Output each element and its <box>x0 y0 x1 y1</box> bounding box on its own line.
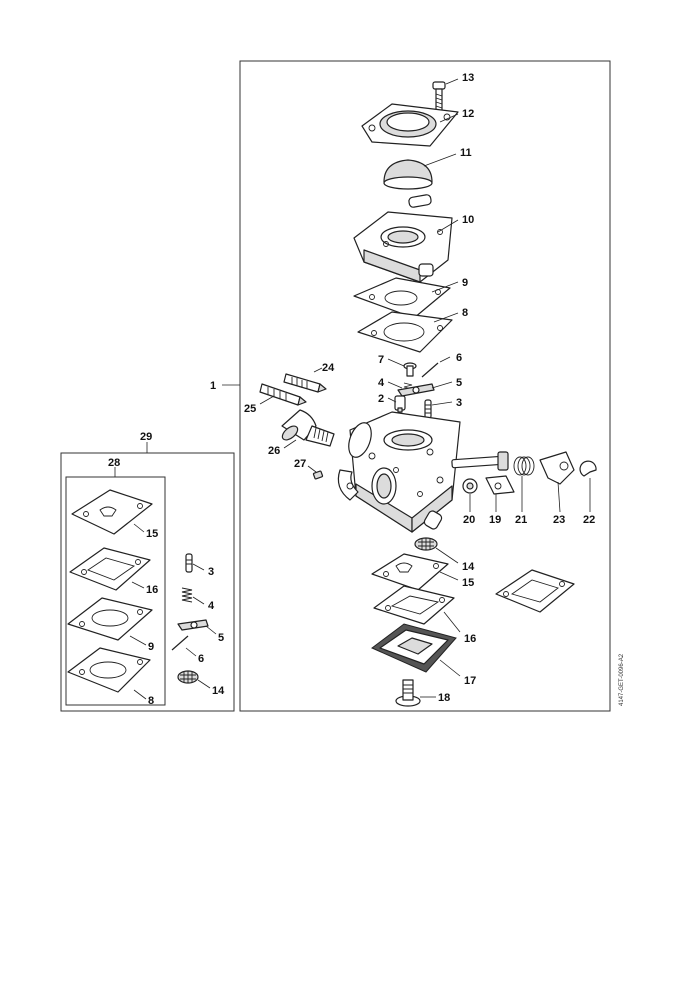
callout-17: 17 <box>464 675 476 687</box>
callout-9: 9 <box>462 277 468 289</box>
screw-part <box>432 81 446 112</box>
pump-housing-part <box>353 194 453 283</box>
kit-callout-8: 8 <box>148 695 154 707</box>
kit-diaphragm-8-part <box>67 647 151 693</box>
repair-kit-frame <box>60 452 235 712</box>
callout-14: 14 <box>462 561 475 573</box>
lever-part <box>539 451 575 485</box>
cover-plate-part <box>361 103 459 147</box>
callout-25: 25 <box>244 403 256 415</box>
callout-21: 21 <box>515 514 527 526</box>
pump-gasket-part <box>353 277 451 319</box>
kit-callout-15: 15 <box>146 528 158 540</box>
small-screw-part <box>403 362 417 377</box>
kit-needle-part <box>185 553 193 573</box>
pin-part <box>421 362 439 378</box>
callout-29: 29 <box>140 431 152 443</box>
kit-callout-14: 14 <box>212 685 225 697</box>
washer-part <box>462 478 478 494</box>
throttle-lever-part <box>485 475 515 495</box>
callout-8: 8 <box>462 307 468 319</box>
strainer-part <box>414 537 438 551</box>
callout-15: 15 <box>462 577 474 589</box>
end-cover-part <box>371 623 457 673</box>
spare-gasket-part <box>495 569 575 613</box>
callout-20: 20 <box>463 514 475 526</box>
document-reference: 4147-GET-0096-A2 <box>619 653 625 706</box>
main-assembly-frame <box>239 60 611 712</box>
kit-callout-16: 16 <box>146 584 158 596</box>
callouts: 1 13 12 11 10 9 8 7 6 4 5 2 3 24 25 26 2… <box>108 72 595 707</box>
callout-11: 11 <box>460 147 472 159</box>
kit-gasket-16-part <box>69 547 151 591</box>
pump-diaphragm-part <box>357 311 453 353</box>
callout-16: 16 <box>464 633 476 645</box>
cover-screw-part <box>395 679 421 707</box>
kit-callout-3: 3 <box>208 566 214 578</box>
callout-19: 19 <box>489 514 501 526</box>
kit-lever-part <box>177 619 209 631</box>
carburetor-body-part <box>337 411 461 533</box>
high-speed-screw-part <box>283 373 327 393</box>
kit-strainer-part <box>177 670 199 684</box>
inlet-lever-part <box>397 383 435 397</box>
callout-18: 18 <box>438 692 450 704</box>
metering-gasket-part <box>373 585 455 625</box>
gasket-set-frame <box>65 476 166 706</box>
plug-part <box>312 470 324 480</box>
metering-diaphragm-part <box>371 553 449 591</box>
kit-callout-9: 9 <box>148 641 154 653</box>
callout-23: 23 <box>553 514 565 526</box>
callout-2: 2 <box>378 393 384 405</box>
throttle-shaft-part <box>451 451 509 471</box>
kit-callout-4: 4 <box>208 600 215 612</box>
callout-1: 1 <box>210 380 216 392</box>
callout-13: 13 <box>462 72 474 84</box>
kit-diaphragm-part <box>71 489 153 535</box>
callout-6: 6 <box>456 352 462 364</box>
callout-10: 10 <box>462 214 474 226</box>
e-clip-part <box>579 460 597 477</box>
callout-27: 27 <box>294 458 306 470</box>
callout-12: 12 <box>462 108 474 120</box>
kit-gasket-9-part <box>67 597 153 641</box>
idle-screw-part <box>281 409 335 447</box>
kit-callout-5: 5 <box>218 632 224 644</box>
leader-lines <box>114 78 591 700</box>
callout-26: 26 <box>268 445 280 457</box>
callout-7: 7 <box>378 354 384 366</box>
callout-24: 24 <box>322 362 335 374</box>
callout-22: 22 <box>583 514 595 526</box>
inlet-needle-part <box>394 395 406 413</box>
primer-bulb-part <box>383 159 433 190</box>
kit-pin-part <box>171 635 189 651</box>
kit-callout-6: 6 <box>198 653 204 665</box>
callout-28: 28 <box>108 457 120 469</box>
callout-3: 3 <box>456 397 462 409</box>
callout-5: 5 <box>456 377 462 389</box>
needle-valve-part <box>424 399 432 419</box>
callout-4: 4 <box>378 377 385 389</box>
low-speed-screw-part <box>259 383 307 406</box>
torsion-spring-part <box>513 456 535 476</box>
kit-spring-part <box>181 587 193 603</box>
